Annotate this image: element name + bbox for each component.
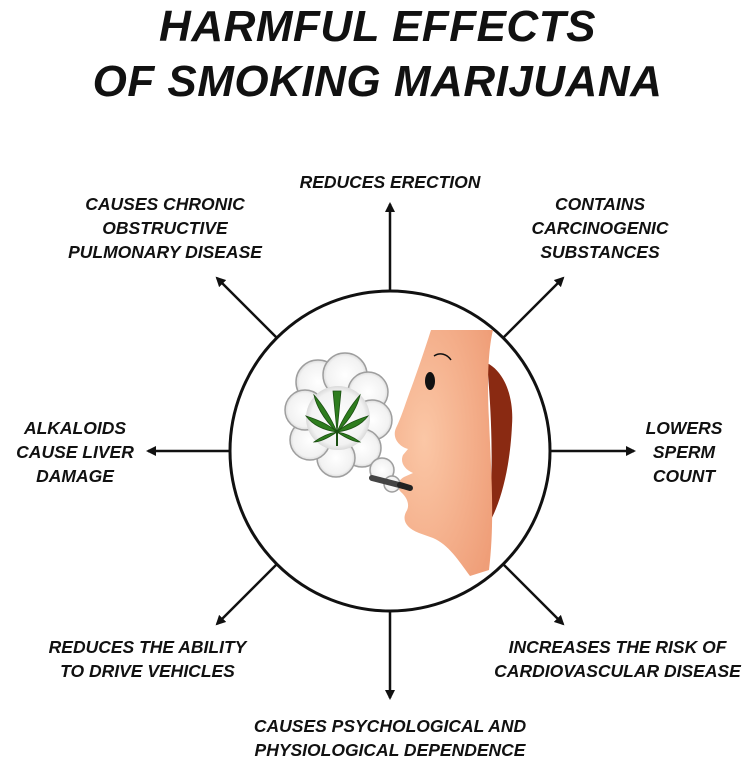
arrow-bottom-left bbox=[215, 563, 278, 626]
hair-shape bbox=[487, 363, 513, 525]
effect-top-left: CAUSES CHRONIC OBSTRUCTIVE PULMONARY DIS… bbox=[55, 192, 275, 264]
smoke-cloud bbox=[284, 352, 401, 493]
effect-bottom: CAUSES PSYCHOLOGICAL AND PHYSIOLOGICAL D… bbox=[230, 714, 550, 762]
face-profile bbox=[394, 330, 493, 576]
effect-right-line-1: LOWERS bbox=[645, 418, 723, 438]
effect-top-line-1: REDUCES ERECTION bbox=[299, 172, 481, 192]
effect-bottom-left-line-2: TO DRIVE VEHICLES bbox=[60, 661, 235, 681]
effect-top-right-line-2: CARCINOGENIC bbox=[531, 218, 669, 238]
effect-right: LOWERS SPERM COUNT bbox=[634, 416, 734, 488]
effect-left-line-1: ALKALOIDS bbox=[23, 418, 127, 438]
effect-top-left-line-1: CAUSES CHRONIC bbox=[85, 194, 245, 214]
effect-top-left-line-3: PULMONARY DISEASE bbox=[68, 242, 262, 262]
effect-left-line-2: CAUSE LIVER bbox=[16, 442, 134, 462]
eyebrow bbox=[433, 353, 452, 361]
effect-top-right-line-3: SUBSTANCES bbox=[540, 242, 660, 262]
effect-bottom-right: INCREASES THE RISK OF CARDIOVASCULAR DIS… bbox=[490, 635, 745, 683]
effect-right-line-3: COUNT bbox=[652, 466, 716, 486]
effect-top-right-line-1: CONTAINS bbox=[554, 194, 646, 214]
effect-top-right: CONTAINS CARCINOGENIC SUBSTANCES bbox=[515, 192, 685, 264]
cannabis-leaf-icon bbox=[304, 390, 370, 443]
effect-bottom-line-2: PHYSIOLOGICAL DEPENDENCE bbox=[254, 740, 526, 760]
effect-bottom-right-line-1: INCREASES THE RISK OF bbox=[508, 637, 727, 657]
effect-bottom-right-line-2: CARDIOVASCULAR DISEASE bbox=[494, 661, 741, 681]
effect-bottom-left: REDUCES THE ABILITY TO DRIVE VEHICLES bbox=[30, 635, 265, 683]
effect-top-left-line-2: OBSTRUCTIVE bbox=[102, 218, 228, 238]
effect-left: ALKALOIDS CAUSE LIVER DAMAGE bbox=[5, 416, 145, 488]
arrow-top-right bbox=[502, 276, 565, 339]
effect-top: REDUCES ERECTION bbox=[245, 170, 535, 194]
effect-left-line-3: DAMAGE bbox=[36, 466, 114, 486]
page-title-line-1: HARMFUL EFFECTS bbox=[159, 2, 596, 51]
page-title-line-2: OF SMOKING MARIJUANA bbox=[92, 57, 663, 106]
effect-right-line-2: SPERM bbox=[652, 442, 716, 462]
eye bbox=[425, 372, 435, 390]
arrow-bottom-right bbox=[502, 563, 565, 626]
arrow-top-left bbox=[215, 276, 278, 339]
effect-bottom-left-line-1: REDUCES THE ABILITY bbox=[48, 637, 247, 657]
effect-bottom-line-1: CAUSES PSYCHOLOGICAL AND bbox=[253, 716, 527, 736]
